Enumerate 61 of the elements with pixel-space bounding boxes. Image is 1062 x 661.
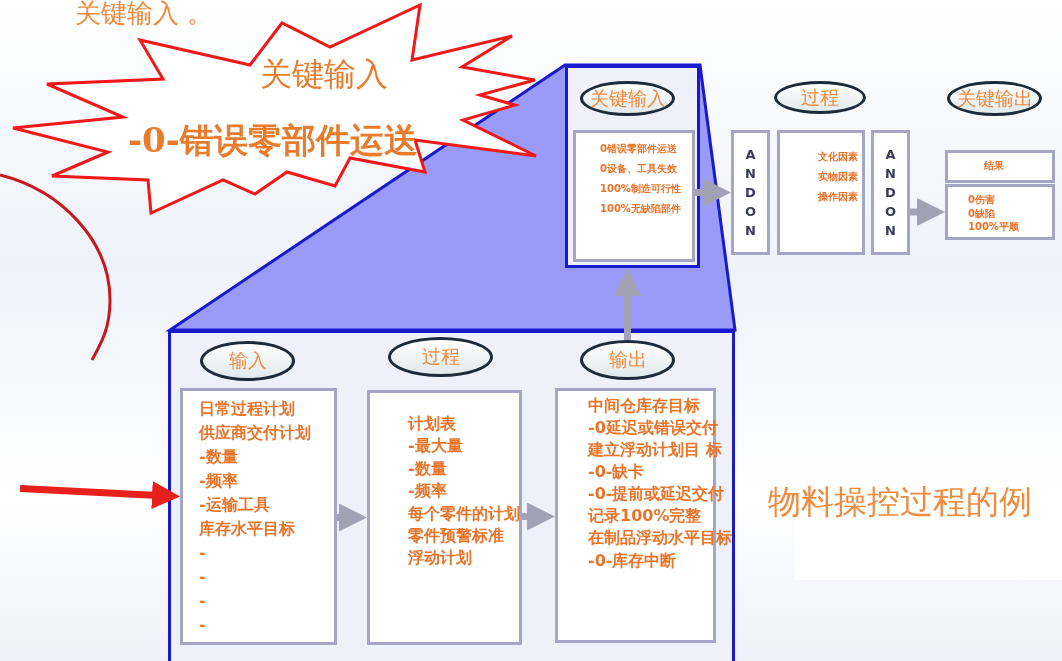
- list-item: 日常过程计划: [199, 398, 295, 420]
- list-item: -最大量: [408, 435, 463, 458]
- list-item: 0错误零部件运送: [600, 142, 677, 156]
- list-item: -数量: [408, 457, 447, 480]
- ellipse-label: 过程: [774, 81, 866, 114]
- text-box: [367, 390, 522, 645]
- list-item: -频率: [199, 470, 238, 492]
- ellipse-label: 关键输入: [580, 81, 675, 116]
- list-item: -: [199, 590, 206, 612]
- list-item: 操作因素: [818, 190, 858, 204]
- list-item: 计划表: [408, 413, 456, 435]
- list-item: -频率: [408, 480, 447, 503]
- list-item: 100%制造可行性: [600, 182, 681, 196]
- list-item: -: [199, 566, 206, 588]
- arrow: [522, 502, 555, 531]
- list-item: 0缺陷: [968, 206, 995, 220]
- list-item: 供应商交付计划: [199, 422, 311, 444]
- list-item: 库存水平目标: [199, 518, 295, 540]
- list-item: -0-提前或延迟交付: [588, 483, 725, 506]
- list-item: 0设备、工具失效: [600, 162, 677, 176]
- list-item: 0伤害: [968, 193, 995, 207]
- list-item: -数量: [199, 446, 238, 468]
- arrow: [910, 198, 945, 226]
- callout-text: -0-错误零部件运送: [128, 119, 418, 162]
- arrow: [613, 268, 642, 340]
- caption-text: 关键输入 。: [75, 0, 214, 30]
- text-box: [573, 130, 695, 262]
- list-item: -: [199, 614, 206, 636]
- text-box: [945, 184, 1055, 240]
- list-item: 零件预警标准: [408, 524, 504, 547]
- list-item: -运输工具: [199, 494, 270, 516]
- ellipse-label: 输出: [580, 340, 675, 380]
- list-item: -0-库存中断: [588, 549, 677, 572]
- list-item: 建立浮动计划目 标: [588, 439, 722, 462]
- text-box: [180, 388, 337, 645]
- ellipse-label: 输入: [200, 341, 295, 381]
- list-item: 100%无缺陷部件: [600, 202, 681, 216]
- callout-text: 关键输入: [260, 54, 388, 95]
- zoom-frame: [565, 65, 700, 268]
- zoom-frame: [168, 330, 735, 661]
- list-item: 实物因素: [818, 170, 858, 184]
- list-item: -: [199, 542, 206, 564]
- caption-text: 物料操控过程的例: [768, 481, 1032, 523]
- list-item: 文化因素: [818, 150, 858, 164]
- arrow: [19, 481, 180, 510]
- list-item: 浮动计划: [408, 547, 472, 570]
- list-item: -0延迟或错误交付: [588, 417, 718, 440]
- ellipse-label: 过程: [388, 337, 493, 377]
- list-item: 100%平顺: [968, 220, 1019, 234]
- text-box: [945, 150, 1055, 183]
- list-item: 中间仓库存目标: [588, 395, 700, 417]
- list-item: -0-缺卡: [588, 461, 645, 484]
- list-item: 每个零件的计划: [408, 502, 520, 525]
- ellipse-label: 关键输出: [947, 81, 1042, 116]
- list-item: 记录100%完整: [588, 505, 702, 528]
- list-item: 结果: [984, 161, 1004, 171]
- list-item: 在制品浮动水平目标: [588, 527, 732, 550]
- andon-box: ANDON: [731, 130, 770, 255]
- andon-box: ANDON: [871, 130, 910, 255]
- text-box: [777, 130, 865, 255]
- arrow: [337, 503, 367, 532]
